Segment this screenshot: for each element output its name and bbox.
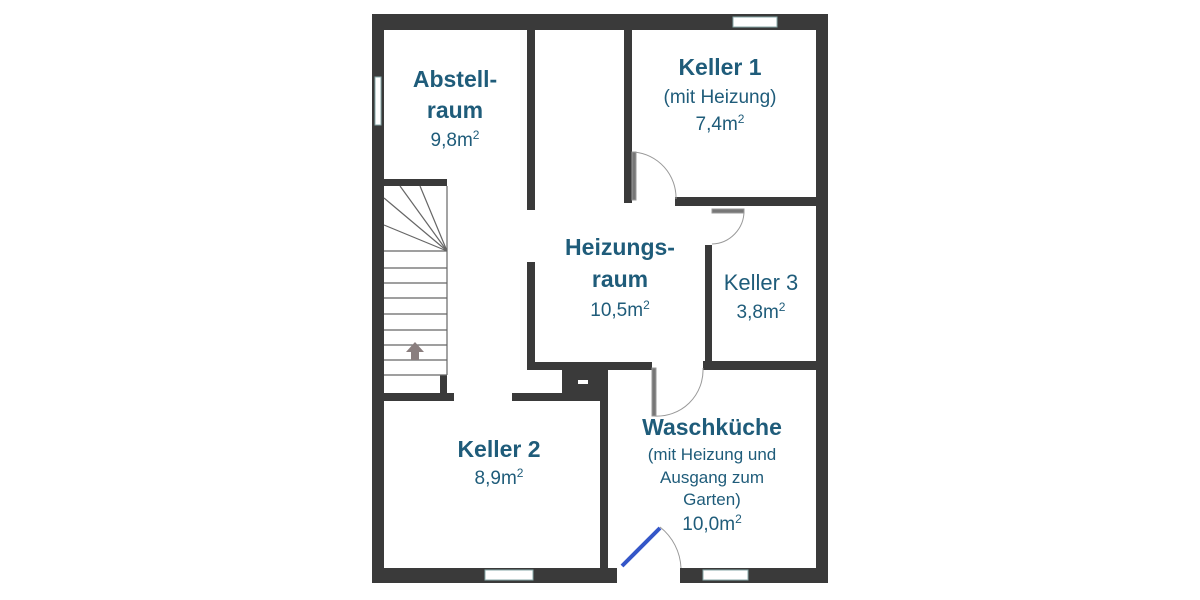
door-swing-waschkueche (653, 367, 704, 417)
unit-exponent: 2 (472, 128, 480, 142)
wall-stair-top (384, 179, 447, 186)
area-value: 7,4m (695, 114, 738, 135)
wall-keller3-bottom (703, 361, 816, 370)
wall-keller2-top-right (512, 393, 604, 401)
wall-heizung-left (527, 262, 535, 370)
keller2-area: 8,9m2 (474, 466, 524, 489)
wall-corridor-left (527, 30, 535, 210)
area-value: 3,8m (736, 302, 779, 323)
garden-exit-door (620, 526, 662, 568)
abstellraum-name-2: raum (426, 97, 484, 123)
doors (631, 151, 745, 569)
area-value: 10,5m (590, 300, 644, 321)
heizungsraum-area: 10,5m2 (590, 298, 650, 321)
door-swing-keller1 (633, 151, 677, 200)
heizungsraum-name-1: Heizungs- (565, 234, 675, 260)
window-abstellraum (374, 76, 382, 126)
unit-exponent: 2 (737, 112, 745, 126)
waschkueche-note-3: Garten) (683, 490, 741, 509)
door-swing-keller3 (711, 210, 745, 245)
abstellraum-area: 9,8m2 (430, 128, 480, 151)
waschkueche-name: Waschküche (642, 414, 782, 440)
unit-exponent: 2 (516, 466, 524, 480)
wall-right (816, 14, 828, 583)
waschkueche-area: 10,0m2 (682, 512, 742, 535)
unit-exponent: 2 (643, 298, 650, 312)
wall-keller1-bottom (675, 197, 828, 206)
wall-top (372, 14, 828, 30)
waschkueche-note-1: (mit Heizung und (647, 445, 777, 464)
wall-left (372, 14, 384, 583)
wall-keller1-left (624, 30, 632, 203)
door-swing-garden (659, 526, 682, 569)
unit-exponent: 2 (778, 300, 786, 314)
window-keller2 (484, 569, 534, 581)
abstellraum-name-1: Abstell- (412, 66, 498, 92)
area-value: 8,9m (474, 468, 517, 489)
unit-exponent: 2 (735, 512, 742, 526)
window-waschkueche (702, 569, 749, 581)
keller1-name: Keller 1 (678, 54, 762, 80)
wall-stair-end (440, 375, 447, 395)
chimney-opening (578, 380, 588, 384)
keller3-name: Keller 3 (723, 270, 799, 295)
keller3-area: 3,8m2 (736, 300, 786, 323)
wall-bottom-right (680, 568, 828, 583)
door-keller3 (711, 208, 745, 214)
door-keller1 (631, 151, 637, 201)
keller1-note: (mit Heizung) (663, 87, 777, 108)
wall-keller2-top-left (384, 393, 454, 401)
wall-keller3-left (705, 245, 712, 368)
keller1-area: 7,4m2 (695, 112, 745, 135)
heizungsraum-name-2: raum (591, 266, 649, 292)
arrow-up-icon (406, 342, 424, 360)
window-keller1 (732, 16, 778, 28)
waschkueche-note-2: Ausgang zum (660, 468, 764, 487)
keller2-name: Keller 2 (457, 436, 541, 462)
area-value: 9,8m (430, 130, 473, 151)
wall-waschkueche-left (600, 368, 608, 568)
area-value: 10,0m (682, 514, 736, 535)
door-waschkueche (651, 367, 657, 417)
staircase (383, 185, 448, 376)
